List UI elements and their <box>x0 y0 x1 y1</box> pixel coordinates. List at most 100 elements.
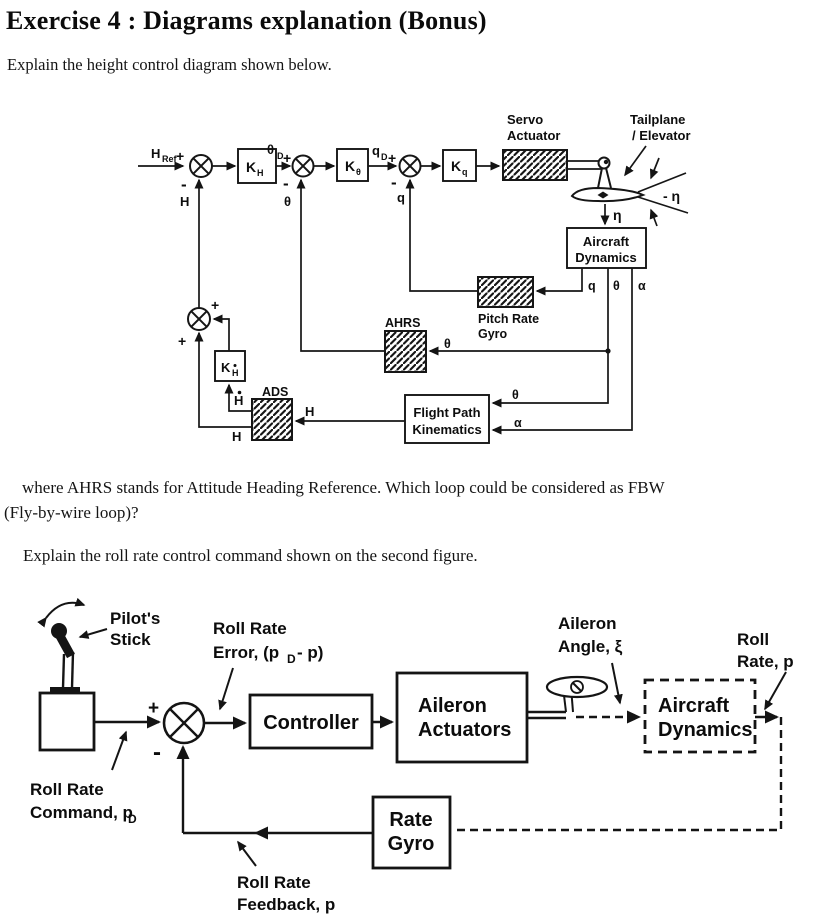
j3-feedback-label: q <box>397 190 405 205</box>
j-plus-sign: + <box>148 698 159 719</box>
roll-rate-error-sub: D <box>287 652 296 666</box>
tailplane-annotation-arrow <box>624 145 647 177</box>
flight-path-kinematics-box <box>404 394 490 444</box>
aileron-angle-label-2: Angle, ξ <box>558 637 623 656</box>
ktheta-label: K <box>345 158 355 174</box>
ktheta-sub-label: θ <box>356 167 361 177</box>
j2-plus-sign: + <box>283 150 291 166</box>
j2-minus-sign: - <box>283 174 289 193</box>
kq-label: K <box>451 158 461 174</box>
roll-rate-error-label-2: Error, (p <box>213 643 279 662</box>
aileron-actuators-box <box>395 671 529 764</box>
tailplane-elevator-sketch <box>570 156 689 227</box>
aileron-actuators-label-1: Aileron <box>418 695 487 717</box>
rate-gyro-box <box>371 795 452 870</box>
theta-d-label: θ <box>267 142 274 157</box>
href-sub-label: Ref <box>162 154 178 164</box>
aileron-angle-label-1: Aileron <box>558 614 617 633</box>
output-q-label: q <box>588 279 596 293</box>
khdot-sub-label: H <box>232 368 239 378</box>
roll-rate-feedback-label-2: Feedback, p <box>237 895 335 914</box>
q-d-sub-label: D <box>381 152 388 162</box>
j3-minus-sign: - <box>391 173 397 192</box>
servo-label-1: Servo <box>507 112 543 127</box>
d2-annotation-arrows <box>111 662 787 867</box>
pilot-stick-label-2: Stick <box>110 630 151 649</box>
ads-input-h-label: H <box>305 404 314 419</box>
neg-eta-label: - η <box>663 188 680 204</box>
fpk-input-theta-label: θ <box>512 388 519 402</box>
roll-rate-control-diagram: Pilot's Stick Roll Rate Error, (p D - p)… <box>30 597 794 914</box>
aircraft-dynamics-dashed-box <box>643 678 757 754</box>
ktheta-gain-box <box>336 148 369 182</box>
d1-forward-connectors <box>138 160 601 171</box>
ahrs-label: AHRS <box>385 316 420 330</box>
roll-rate-p-label-2: Rate, p <box>737 652 794 671</box>
ads-label: ADS <box>262 385 288 399</box>
j1-plus-sign: + <box>176 148 184 164</box>
aircraft-dynamics-label-1: Aircraft <box>583 234 630 249</box>
pitch-rate-gyro-box <box>477 276 534 308</box>
pitch-rate-gyro-label-1: Pitch Rate <box>478 312 539 326</box>
j2-feedback-label: θ <box>284 194 291 209</box>
d1-feedback-connectors <box>194 178 633 435</box>
summing-junction-theta <box>291 154 315 178</box>
roll-rate-command-label-1: Roll Rate <box>30 780 104 799</box>
intro-paragraph: Explain the height control diagram shown… <box>7 55 332 74</box>
h-dot-label: H <box>234 393 243 408</box>
controller-box <box>248 693 374 750</box>
aircraft-dynamics-box <box>566 227 647 269</box>
roll-rate-command-label-2: Command, p <box>30 803 133 822</box>
fpk-label-2: Kinematics <box>412 422 481 437</box>
servo-actuator-box <box>502 149 568 181</box>
j4-plus-left-sign: + <box>178 333 186 349</box>
h-dot-mark <box>237 390 242 395</box>
pilot-stick-label-1: Pilot's <box>110 609 160 628</box>
khdot-label: K <box>221 360 231 375</box>
roll-rate-error-label-1: Roll Rate <box>213 619 287 638</box>
ads-box <box>251 398 293 441</box>
kq-sub-label: q <box>462 167 468 177</box>
height-control-diagram: H Ref + - H K H θ D + - θ K θ q D + - q … <box>138 112 691 444</box>
output-alpha-label: α <box>638 279 646 293</box>
ahrs-box <box>384 330 427 373</box>
fpk-label-1: Flight Path <box>413 405 480 420</box>
kh-label: K <box>246 159 256 175</box>
j1-feedback-label: H <box>180 194 189 209</box>
summing-junction-roll <box>162 701 206 745</box>
aircraft-dynamics-label-2: Dynamics <box>658 719 753 741</box>
khdot-gain-box <box>214 350 246 382</box>
roll-rate-error-label-3: - p) <box>297 643 323 662</box>
aileron-actuators-label-2: Actuators <box>418 719 511 741</box>
roll-rate-feedback-label-1: Roll Rate <box>237 873 311 892</box>
page-title: Exercise 4 : Diagrams explanation (Bonus… <box>6 6 487 35</box>
tailplane-label-2: / Elevator <box>632 128 691 143</box>
roll-rate-p-label-1: Roll <box>737 630 769 649</box>
j3-plus-sign: + <box>388 150 396 166</box>
tailplane-label-1: Tailplane <box>630 112 685 127</box>
kh-gain-box <box>237 148 277 184</box>
pilot-stick-annotation-arrow <box>78 628 108 639</box>
fpk-input-alpha-label: α <box>514 416 522 430</box>
eta-label: η <box>613 207 622 223</box>
rate-gyro-label-2: Gyro <box>388 833 435 855</box>
output-theta-label: θ <box>613 279 620 293</box>
ads-output-h-label: H <box>232 429 241 444</box>
summing-junction-q <box>398 154 422 178</box>
aircraft-dynamics-label-1: Aircraft <box>658 695 729 717</box>
href-label: H <box>151 146 160 161</box>
j1-minus-sign: - <box>181 175 187 194</box>
kq-gain-box <box>442 149 477 182</box>
servo-label-2: Actuator <box>507 128 560 143</box>
j-minus-sign: - <box>153 739 161 766</box>
roll-rate-command-sub: D <box>128 812 137 826</box>
pitch-rate-gyro-label-2: Gyro <box>478 327 508 341</box>
j4-plus-top-sign: + <box>211 297 219 313</box>
second-paragraph: Explain the roll rate control command sh… <box>23 546 478 565</box>
kh-sub-label: H <box>257 168 264 178</box>
aileron-sketch <box>545 675 609 699</box>
pilot-stick-sketch <box>37 597 96 752</box>
theta-d-sub-label: D <box>277 151 284 161</box>
